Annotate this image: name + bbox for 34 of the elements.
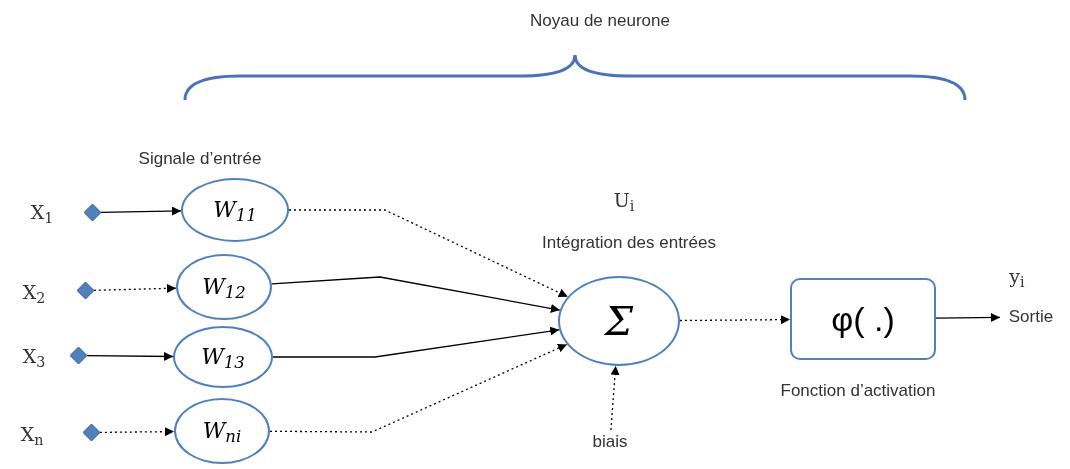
weight-label: W$_{13}$	[201, 346, 245, 368]
arrow	[93, 283, 177, 293]
weight-label: W$_{12}$	[202, 276, 246, 298]
arrow	[935, 313, 1001, 322]
arrow	[271, 276, 561, 313]
input-diamond	[70, 347, 87, 364]
input-diamond	[77, 282, 94, 299]
label-text: Signale d’entrée	[137, 148, 263, 170]
arrow	[610, 365, 620, 431]
caption-text: Intégration des entrées	[541, 232, 717, 254]
caption-text: Fonction d’activation	[779, 380, 937, 402]
variable-label: y$_{i}$	[1008, 264, 1026, 291]
arrow	[99, 427, 175, 437]
input-diamond	[83, 424, 100, 441]
arrow	[272, 326, 560, 358]
node-label: Sortie	[1008, 306, 1054, 329]
sigma-symbol: Σ	[604, 301, 634, 341]
variable-label: X$_{2}$	[21, 280, 47, 307]
weight-label: W$_{11}$	[213, 199, 257, 221]
variable-label: U$_{i}$	[612, 188, 636, 215]
label-text: Noyau de neurone	[529, 10, 671, 32]
variable-label: X$_{1}$	[29, 200, 55, 227]
arrow	[288, 209, 569, 298]
input-diamond	[84, 204, 101, 221]
arrow	[100, 206, 182, 216]
weight-label: W$_{ni}$	[202, 420, 242, 442]
arrow	[86, 351, 174, 361]
arrow	[269, 343, 568, 433]
function-label: φ( .)	[831, 302, 895, 336]
variable-label: X$_{n}$	[19, 422, 45, 449]
arrow	[679, 315, 791, 325]
variable-label: X$_{3}$	[21, 344, 47, 371]
activation-box	[790, 278, 936, 360]
node-label: biais	[592, 431, 628, 454]
